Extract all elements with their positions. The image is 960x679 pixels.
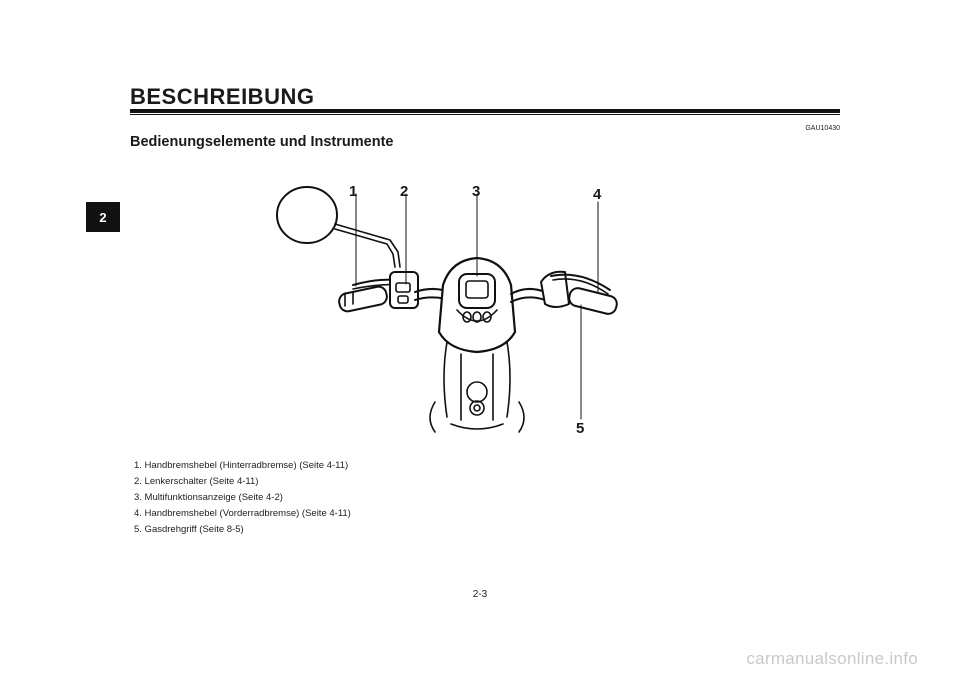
- legend-item: 1. Handbremshebel (Hinterradbremse) (Sei…: [134, 460, 349, 471]
- title-rule: [130, 109, 840, 115]
- figure-legend: 1. Handbremshebel (Hinterradbremse) (Sei…: [134, 458, 351, 538]
- legend-item: 4. Handbremshebel (Vorderradbremse) (Sei…: [134, 508, 351, 519]
- callout-1: 1: [349, 183, 358, 200]
- page-title: BESCHREIBUNG: [130, 84, 315, 109]
- chapter-tab: 2: [86, 202, 120, 232]
- callout-4: 4: [593, 186, 602, 203]
- page-number: 2-3: [472, 589, 488, 600]
- section-heading: Bedienungselemente und Instrumente: [130, 134, 394, 150]
- scooter-handlebar-drawing: [276, 186, 618, 433]
- legend-item: 3. Multifunktionsanzeige (Seite 4-2): [134, 492, 283, 503]
- legend-item: 2. Lenkerschalter (Seite 4-11): [134, 476, 259, 487]
- callout-5: 5: [576, 420, 585, 437]
- document-code: GAU10430: [805, 125, 840, 132]
- handlebar-illustration: 1 2 3 4 5: [265, 172, 640, 442]
- callout-3: 3: [472, 183, 481, 200]
- legend-item: 5. Gasdrehgriff (Seite 8-5): [134, 524, 244, 535]
- watermark: carmanualsonline.info: [746, 649, 918, 668]
- callout-2: 2: [400, 183, 409, 200]
